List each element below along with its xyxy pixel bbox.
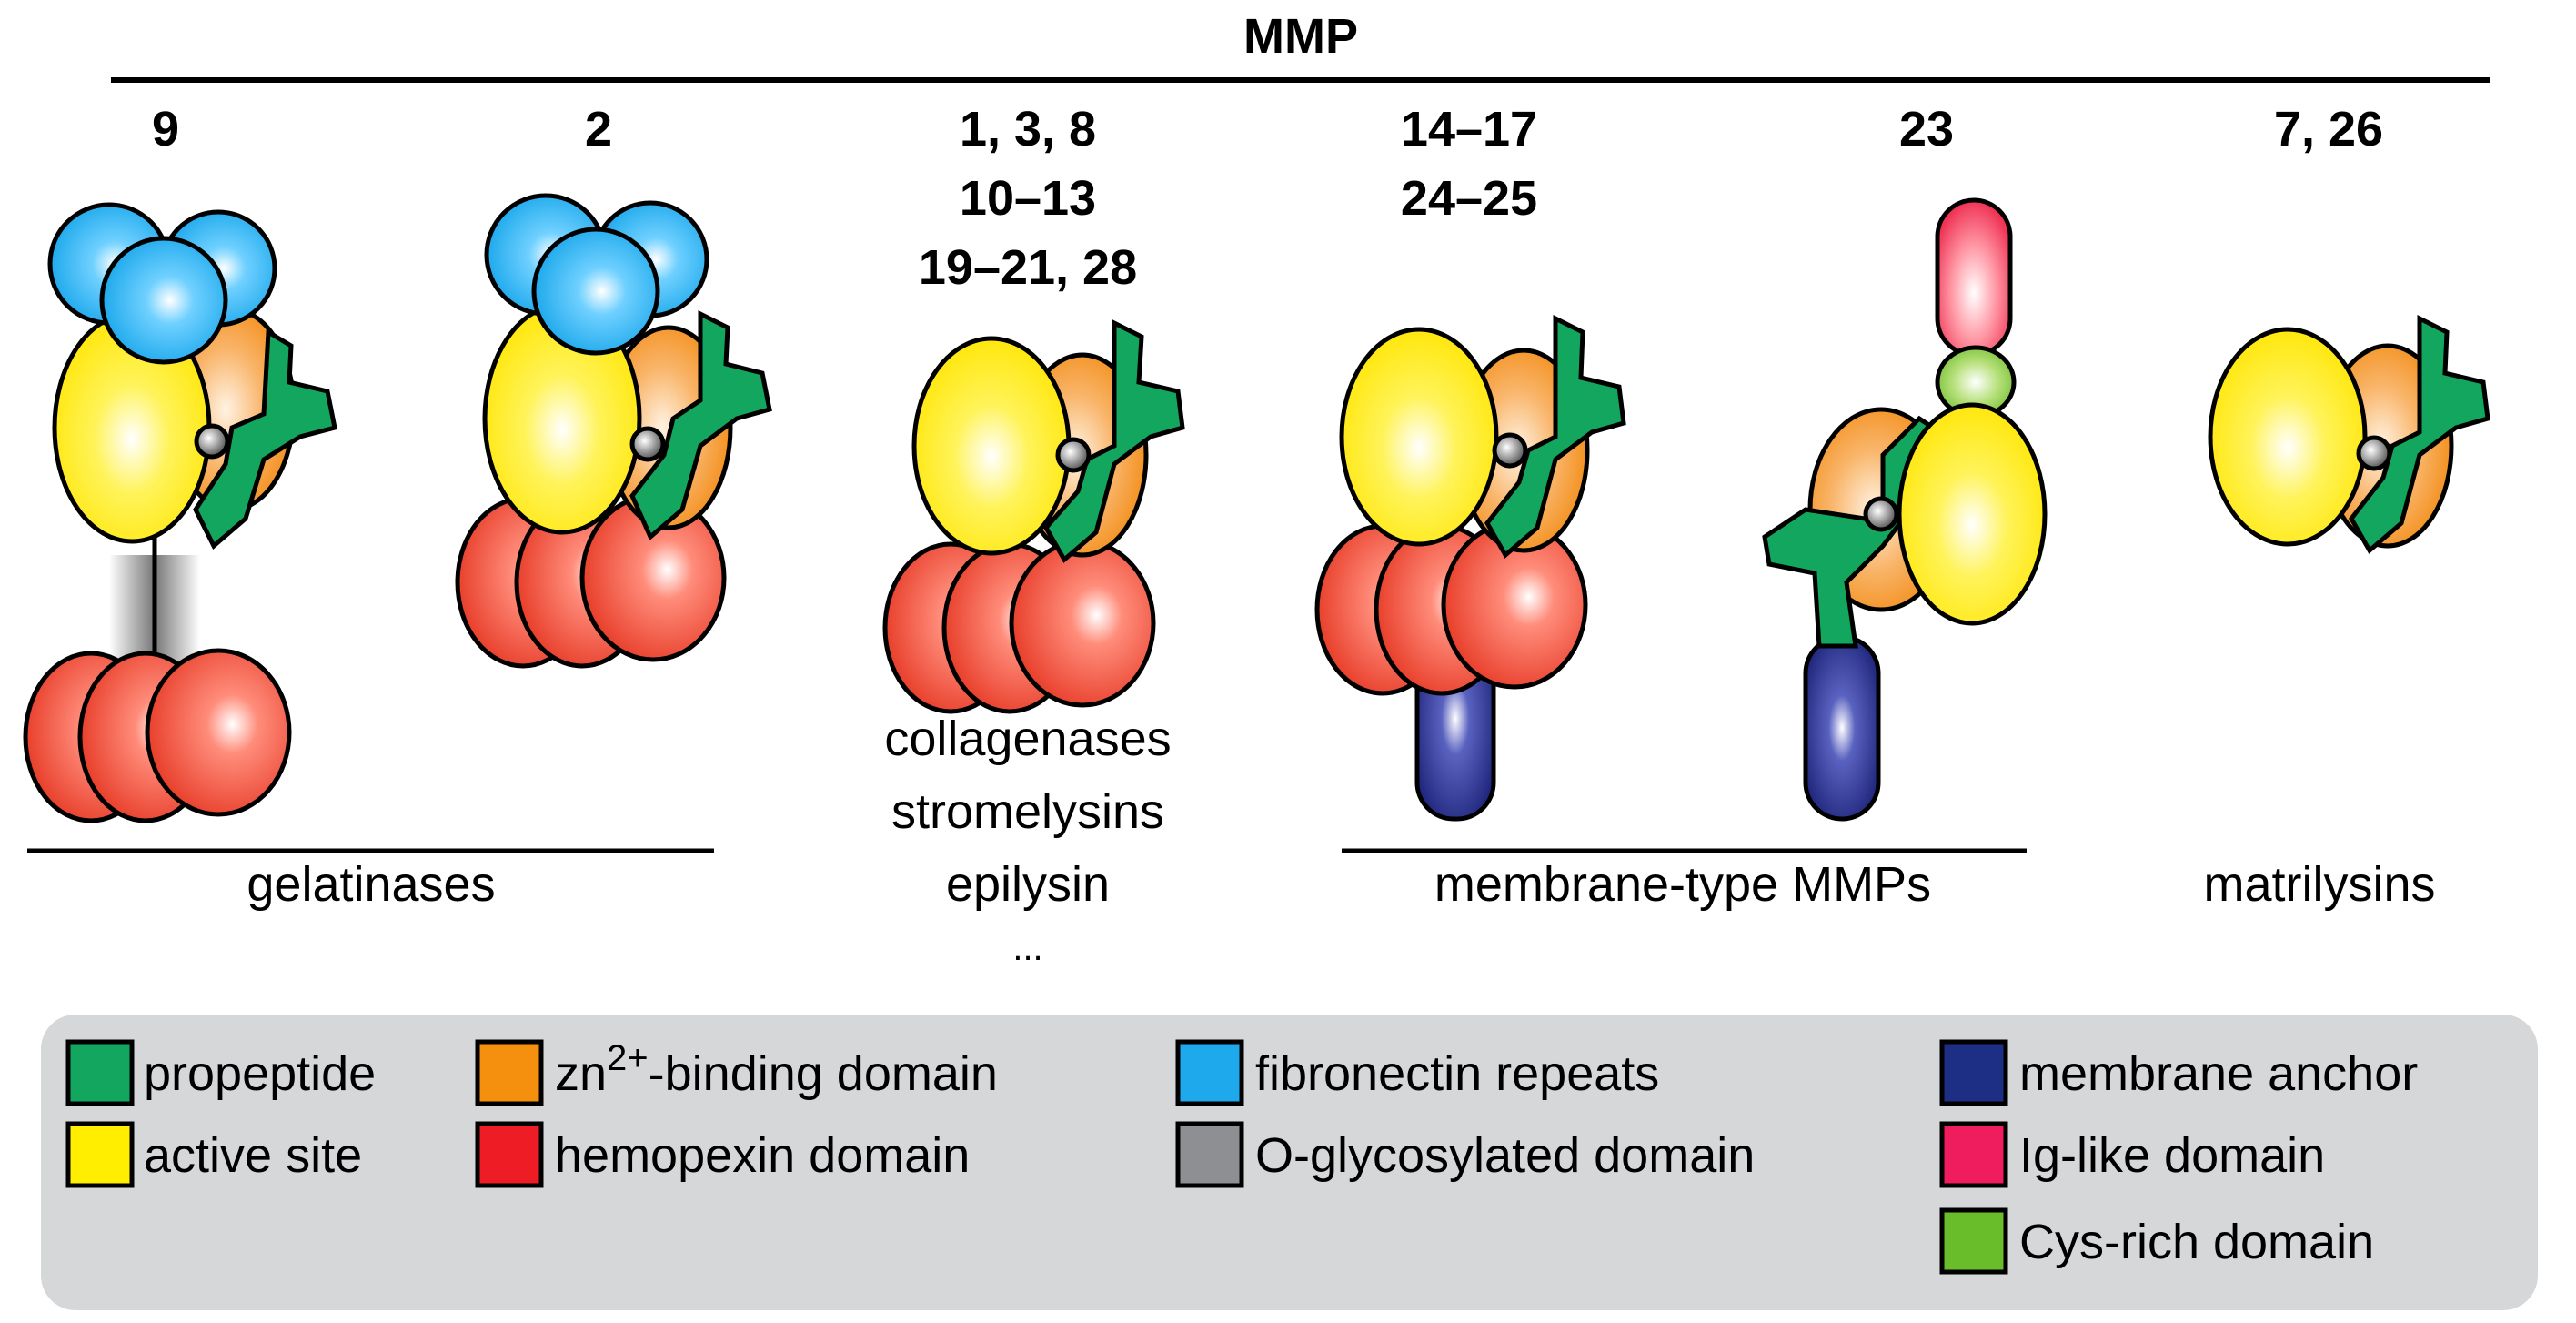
legend-background — [41, 1015, 2538, 1310]
legend-cys-rich: Cys-rich domain — [2019, 1215, 2374, 1269]
legend-zn-sup: 2+ — [607, 1038, 649, 1078]
membrane-anchor — [1803, 634, 1881, 822]
mmp9-structure — [23, 202, 337, 823]
o-glycosylated-swatch — [1175, 1121, 1244, 1188]
cys-rich-swatch — [1939, 1207, 2008, 1275]
active-site-domain — [911, 336, 1072, 556]
zn-binding-swatch — [475, 1039, 544, 1106]
mmp-number-mt-2: 24–25 — [1401, 171, 1537, 226]
propeptide — [1484, 314, 1626, 559]
active-site-domain — [1339, 327, 1499, 547]
zinc-ion — [1055, 437, 1092, 473]
mmp-number-collagenases-3: 19–21, 28 — [919, 240, 1137, 295]
ig-like-swatch — [1939, 1121, 2008, 1188]
propeptide — [629, 309, 772, 541]
mt-mmp-structure — [1314, 314, 1626, 822]
matrilysin-structure — [2208, 314, 2490, 554]
legend-active-site: active site — [144, 1128, 362, 1183]
collagenases-label: collagenases — [884, 712, 1171, 766]
collagenase-structure — [882, 318, 1185, 714]
propeptide — [193, 328, 337, 550]
fibronectin-repeat — [531, 227, 660, 356]
epilysin-label: epilysin — [946, 857, 1110, 912]
mmp23-structure — [1762, 197, 2048, 822]
active-site-swatch — [65, 1121, 135, 1188]
mmp-number-23: 23 — [1899, 102, 1954, 157]
stromelysins-label: stromelysins — [891, 784, 1164, 839]
mmp-number-collagenases-2: 10–13 — [960, 171, 1096, 226]
mmp-number-9: 9 — [152, 102, 179, 157]
legend: propeptide active site zn2+-binding doma… — [41, 1015, 2538, 1310]
mmp-number-2: 2 — [585, 102, 612, 157]
legend-fibronectin: fibronectin repeats — [1255, 1046, 1659, 1101]
legend-zn-base: zn — [555, 1046, 607, 1101]
membrane-anchor-swatch — [1939, 1039, 2008, 1106]
active-site-domain — [1897, 402, 2048, 626]
legend-membrane-anchor: membrane anchor — [2019, 1046, 2418, 1101]
propeptide — [2348, 314, 2490, 554]
legend-hemopexin: hemopexin domain — [555, 1128, 970, 1183]
mmp-number-matrilysins: 7, 26 — [2274, 102, 2383, 157]
fibronectin-repeat — [99, 236, 228, 365]
zinc-ion — [194, 423, 230, 460]
mmp2-structure — [455, 193, 772, 669]
gelatinases-label: gelatinases — [247, 857, 495, 912]
matrilysins-label: matrilysins — [2203, 857, 2435, 912]
mmp-number-collagenases-1: 1, 3, 8 — [960, 102, 1096, 157]
propeptide — [1042, 318, 1185, 563]
zinc-ion — [1492, 432, 1528, 469]
legend-zn-binding: zn2+-binding domain — [555, 1038, 998, 1101]
legend-o-glycosylated: O-glycosylated domain — [1255, 1128, 1755, 1183]
zinc-ion — [2356, 435, 2392, 471]
ellipsis-label: ... — [1012, 928, 1042, 968]
column-numbers: 9 2 1, 3, 8 10–13 19–21, 28 14–17 24–25 … — [152, 102, 2383, 295]
zinc-ion — [1863, 496, 1899, 532]
zinc-ion — [629, 426, 666, 462]
fibronectin-swatch — [1175, 1039, 1244, 1106]
legend-propeptide: propeptide — [144, 1046, 376, 1101]
legend-ig-like: Ig-like domain — [2019, 1128, 2325, 1183]
header-title: MMP — [1243, 9, 1358, 64]
hemopexin-swatch — [475, 1121, 544, 1188]
hemopexin-blade — [1009, 539, 1156, 708]
hemopexin-blade — [145, 648, 292, 817]
active-site-domain — [2208, 327, 2368, 547]
membrane-type-label: membrane-type MMPs — [1434, 857, 1931, 912]
propeptide-swatch — [65, 1039, 135, 1106]
ig-like-domain — [1935, 197, 2013, 358]
legend-zn-rest: -binding domain — [649, 1046, 998, 1101]
mmp-number-mt-1: 14–17 — [1401, 102, 1537, 157]
